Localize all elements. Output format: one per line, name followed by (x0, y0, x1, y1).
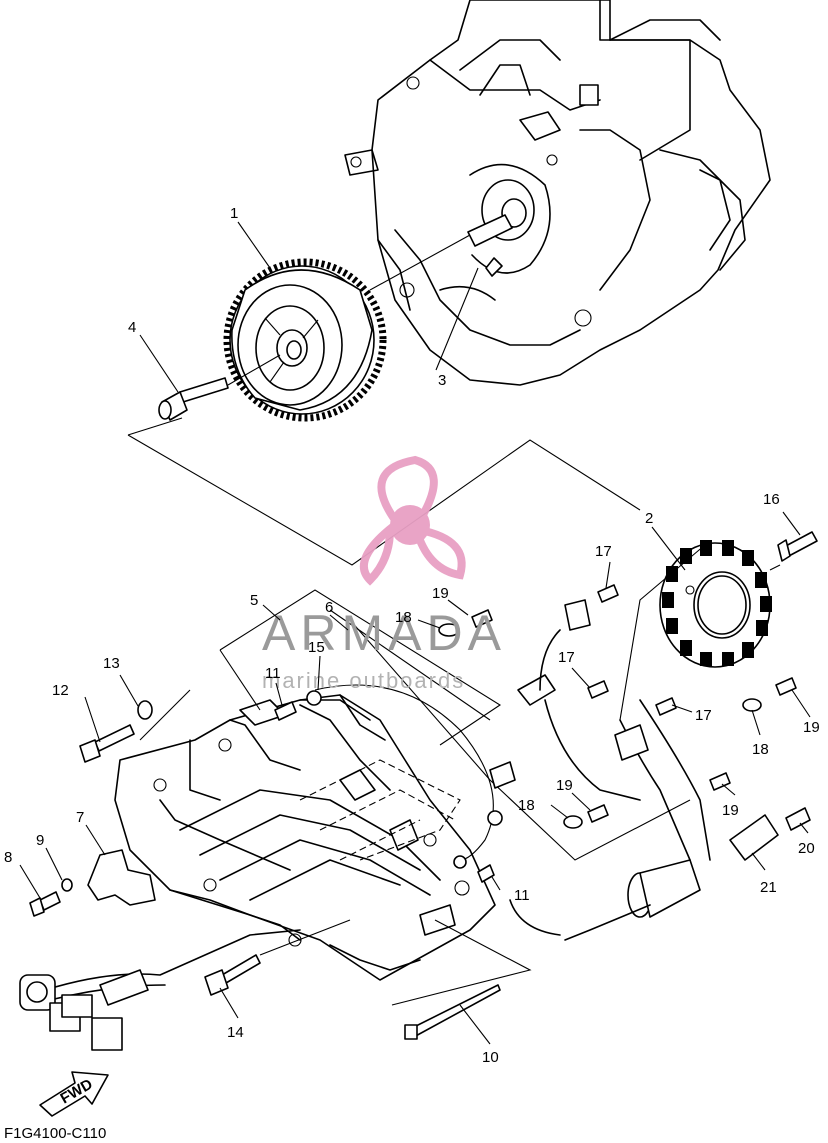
callout-18-right: 18 (752, 741, 769, 758)
callout-6: 6 (325, 599, 333, 616)
cable-tie (407, 984, 501, 1039)
right-wire-harness (509, 699, 711, 941)
callout-19-far-right: 19 (722, 802, 739, 819)
callout-18-lower: 18 (518, 797, 535, 814)
callout-16: 16 (763, 491, 780, 508)
callout-11-upper: 11 (265, 665, 281, 682)
callout-18-top: 18 (395, 609, 412, 626)
washer-13 (137, 700, 153, 720)
callout-13: 13 (103, 655, 120, 672)
flywheel (223, 258, 387, 422)
sleeve-6 (489, 761, 516, 789)
callout-17-middle: 17 (558, 649, 575, 666)
callout-3: 3 (438, 372, 446, 389)
bracket-7 (87, 849, 156, 906)
callout-5: 5 (250, 592, 258, 609)
assembly-leaders-middle (139, 589, 691, 861)
bolt-8 (29, 891, 61, 917)
callout-4: 4 (128, 319, 136, 336)
callout-19-right: 19 (803, 719, 820, 736)
callout-8: 8 (4, 849, 12, 866)
callout-19-lower: 19 (556, 777, 573, 794)
callout-17-top: 17 (595, 543, 612, 560)
callout-9: 9 (36, 832, 44, 849)
callout-numbers: 1 2 3 4 5 6 7 8 9 10 11 11 12 13 14 15 1… (4, 205, 820, 1066)
callout-leaders (19, 221, 811, 1045)
callout-7: 7 (76, 809, 84, 826)
washer-9 (61, 878, 73, 892)
assembly-leaders-top (127, 234, 641, 566)
flywheel-bolt (158, 377, 229, 421)
pulser-coil (564, 599, 591, 631)
cover-gasket (299, 684, 503, 869)
fwd-arrow (39, 1071, 109, 1117)
callout-20: 20 (798, 840, 815, 857)
bolt-14 (204, 954, 261, 996)
watermark-tagline: marine outboards (262, 668, 465, 693)
lower-housing (114, 694, 496, 981)
callout-2: 2 (645, 510, 653, 527)
callout-14: 14 (227, 1024, 244, 1041)
bolt-11-upper (274, 701, 297, 721)
watermark-brand: ARMADA (262, 605, 506, 661)
callout-15: 15 (308, 639, 325, 656)
callout-17-right: 17 (695, 707, 712, 724)
bolt-12 (79, 724, 135, 763)
callout-11-lower: 11 (514, 887, 530, 904)
diagram-code: F1G4100-C110 (4, 1125, 106, 1142)
callout-10: 10 (482, 1049, 499, 1066)
small-fasteners (438, 584, 811, 831)
bracket-21 (729, 814, 779, 861)
callout-12: 12 (52, 682, 69, 699)
bolt-11-lower (477, 864, 495, 883)
callout-1: 1 (230, 205, 238, 222)
engine-block (344, 0, 771, 386)
wire-harness (19, 929, 301, 1051)
callout-21: 21 (760, 879, 777, 896)
callout-19-top: 19 (432, 585, 449, 602)
watermark-logo (359, 455, 466, 586)
stator-coil (619, 540, 781, 721)
